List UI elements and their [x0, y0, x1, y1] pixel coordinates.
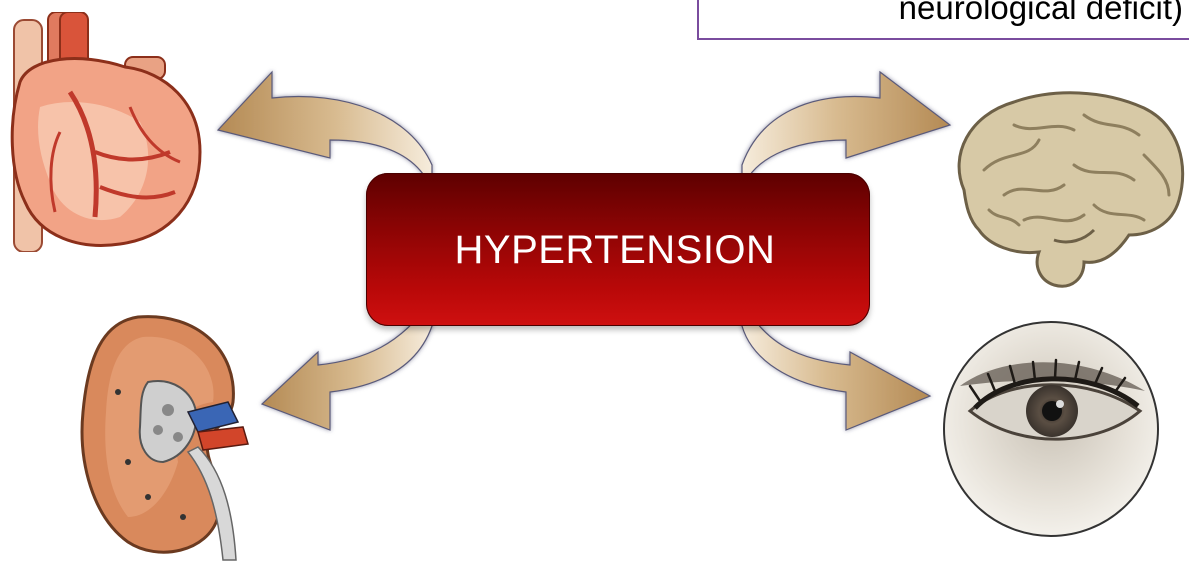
callout-text: neurological deficit) — [899, 0, 1183, 24]
hypertension-label: HYPERTENSION — [455, 230, 782, 270]
callout-box: neurological deficit) — [697, 0, 1189, 40]
kidney-icon — [78, 312, 258, 562]
eye-icon — [940, 316, 1162, 542]
brain-icon — [944, 80, 1189, 292]
hypertension-box: HYPERTENSION — [366, 173, 870, 326]
heart-icon — [0, 12, 215, 252]
